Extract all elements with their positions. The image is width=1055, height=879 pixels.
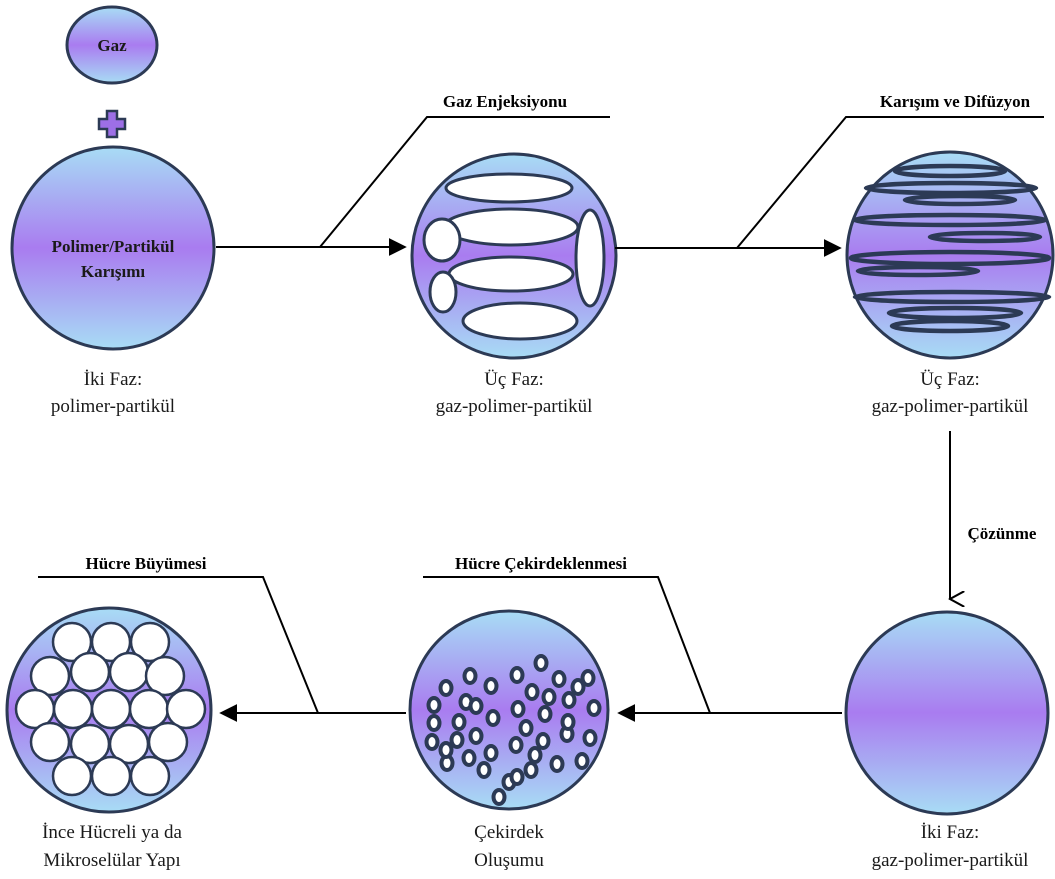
stage4-caption-1: İki Faz:: [921, 822, 980, 843]
nucleus: [494, 790, 505, 804]
cell: [110, 653, 148, 691]
step-injection-label: Gaz Enjeksiyonu: [443, 92, 567, 111]
cell: [92, 757, 130, 795]
nucleus: [583, 671, 594, 685]
cell: [31, 723, 69, 761]
nucleus: [427, 735, 438, 749]
nucleus: [527, 685, 538, 699]
nucleus: [589, 701, 600, 715]
cell: [131, 757, 169, 795]
stage2-caption-2: gaz-polimer-partikül: [436, 396, 593, 417]
nucleus: [454, 715, 465, 729]
nucleus: [512, 668, 523, 682]
stage6-caption-1: İnce Hücreli ya da: [42, 822, 182, 843]
nucleus: [471, 729, 482, 743]
stage1-inner-label-2: Karışımı: [81, 262, 145, 281]
nucleus: [538, 734, 549, 748]
nucleus: [512, 770, 523, 784]
stage-nucleation: [410, 611, 608, 809]
nucleus: [464, 751, 475, 765]
step-growth-label: Hücre Büyümesi: [85, 554, 206, 573]
stage1-caption-2: polimer-partikül: [51, 396, 175, 417]
stage4-caption-2: gaz-polimer-partikül: [872, 850, 1029, 871]
nucleus: [540, 707, 551, 721]
nucleus: [511, 738, 522, 752]
nucleus: [429, 716, 440, 730]
nucleus: [471, 699, 482, 713]
nucleus: [429, 698, 440, 712]
nucleus: [544, 690, 555, 704]
cell: [167, 690, 205, 728]
nucleus: [486, 746, 497, 760]
nucleus: [530, 748, 541, 762]
nucleus: [563, 715, 574, 729]
nucleus: [554, 672, 565, 686]
stage-microcellular-structure: [7, 608, 211, 812]
stage-three-phase-bubbles: [412, 154, 616, 358]
plus-icon: [99, 111, 125, 137]
cell: [130, 690, 168, 728]
cell: [71, 653, 109, 691]
step-mixing-label: Karışım ve Difüzyon: [880, 92, 1031, 111]
nucleus: [577, 754, 588, 768]
cell: [149, 723, 187, 761]
stage3-caption-1: Üç Faz:: [920, 369, 980, 390]
cell: [54, 690, 92, 728]
stage5-caption-2: Oluşumu: [474, 850, 544, 871]
cell: [92, 690, 130, 728]
nucleus: [479, 763, 490, 777]
nucleus: [585, 731, 596, 745]
nucleus: [564, 693, 575, 707]
nucleus: [486, 679, 497, 693]
step-dissolution-label: Çözünme: [968, 524, 1037, 543]
step-nucleation-label: Hücre Çekirdeklenmesi: [455, 554, 627, 573]
stage6-caption-2: Mikroselülar Yapı: [43, 850, 180, 871]
stage-two-phase-solution: [846, 612, 1048, 814]
nucleus: [465, 669, 476, 683]
nucleus: [536, 656, 547, 670]
nucleus: [441, 681, 452, 695]
stage3-caption-2: gaz-polimer-partikül: [872, 396, 1029, 417]
gas-bubble: Gaz: [67, 7, 157, 83]
stage2-caption-1: Üç Faz:: [484, 369, 544, 390]
nucleus: [526, 763, 537, 777]
nucleus: [488, 711, 499, 725]
gas-bubble-label: Gaz: [97, 36, 127, 55]
nucleus: [441, 743, 452, 757]
nucleus: [552, 757, 563, 771]
stage-three-phase-lamellae: [847, 152, 1053, 358]
stage-polymer-particle-mixture: Polimer/Partikül Karışımı: [12, 147, 214, 349]
stage1-caption-1: İki Faz:: [84, 369, 143, 390]
stage1-inner-label-1: Polimer/Partikül: [52, 237, 175, 256]
nucleus: [521, 721, 532, 735]
nucleus: [513, 702, 524, 716]
cell: [53, 757, 91, 795]
nucleus: [452, 733, 463, 747]
stage5-caption-1: Çekirdek: [474, 822, 544, 843]
